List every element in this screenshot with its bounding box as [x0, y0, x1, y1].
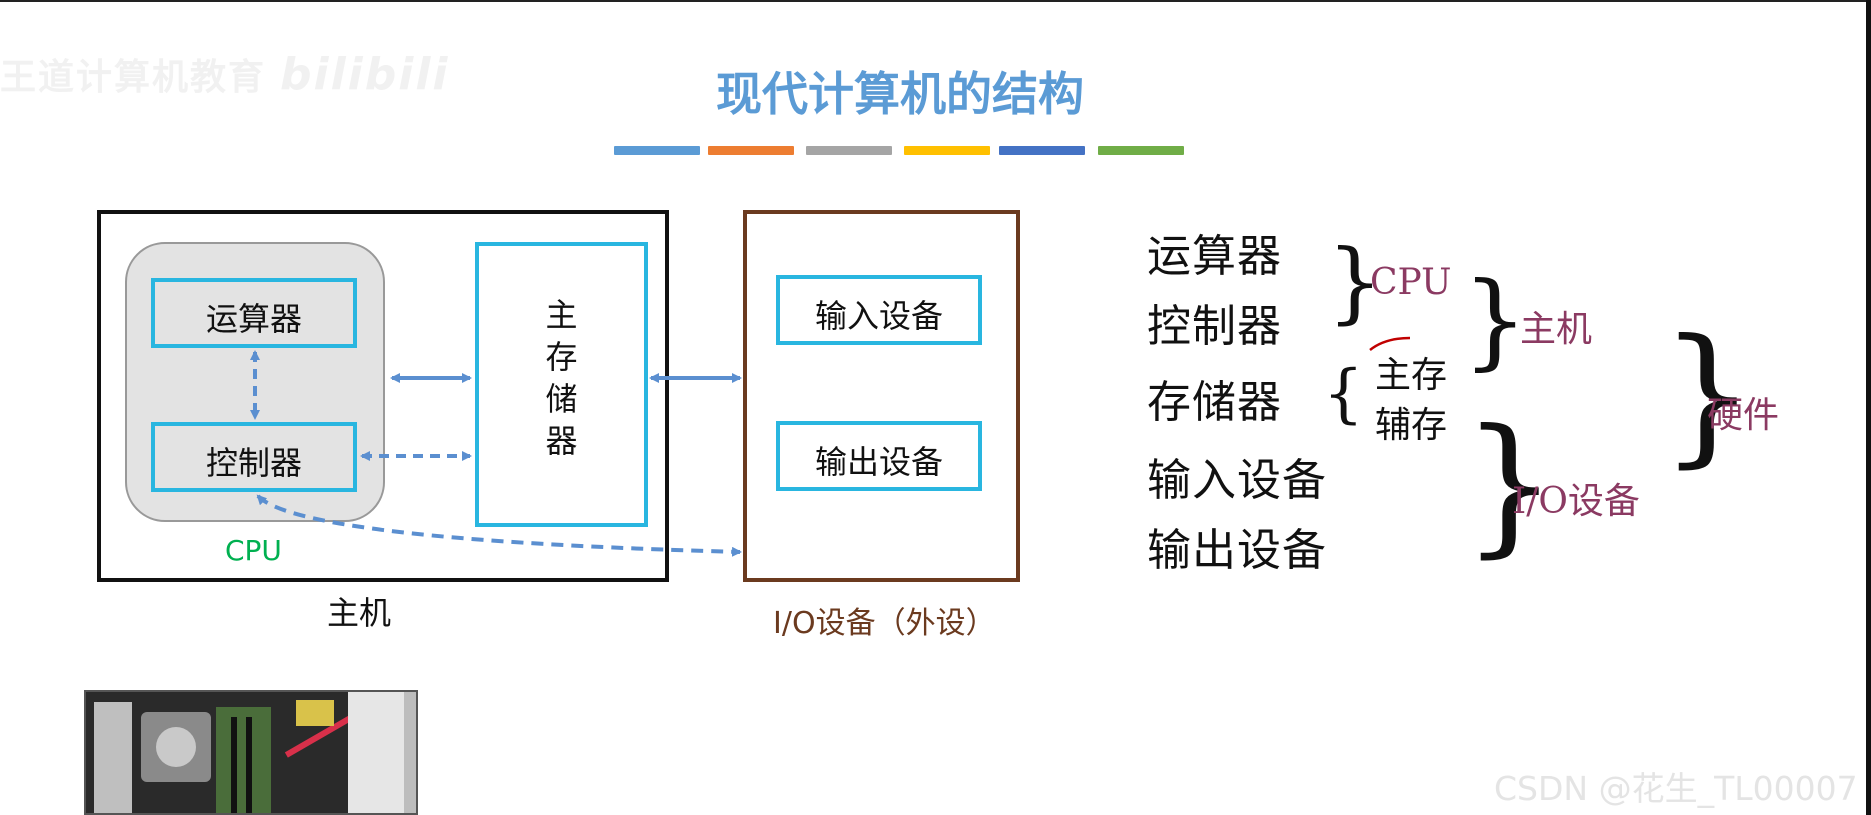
tree-input: 输入设备	[1147, 455, 1327, 506]
brace-storage: {	[1323, 357, 1364, 431]
io-box	[743, 210, 1020, 582]
frame-top-border	[0, 0, 1871, 2]
tree-cpu: CPU	[1370, 262, 1452, 303]
host-caption: 主机	[327, 594, 392, 632]
tree-control: 控制器	[1147, 301, 1282, 352]
slide-title: 现代计算机的结构	[716, 67, 1084, 121]
input-device-box: 输入设备	[776, 275, 982, 345]
brace-hardware: }	[1660, 308, 1756, 482]
accent-bar-green	[1098, 146, 1184, 155]
csdn-watermark: CSDN @花生_TL00007	[1494, 769, 1858, 808]
input-device-label: 输入设备	[814, 297, 943, 335]
control-box: 控制器	[151, 422, 357, 492]
accent-bar-navy	[999, 146, 1085, 155]
tree-hardware: 硬件	[1707, 395, 1780, 436]
frame-right-border	[1866, 0, 1871, 815]
tree-main-memory: 主存	[1375, 355, 1448, 396]
output-device-label: 输出设备	[814, 443, 943, 481]
accent-bar-orange	[708, 146, 794, 155]
alu-label: 运算器	[205, 300, 302, 338]
computer-case-photo	[84, 690, 418, 815]
tree-alu: 运算器	[1147, 231, 1282, 282]
brace-host: }	[1462, 259, 1529, 381]
io-caption: I/O设备（外设）	[773, 606, 996, 641]
tree-host: 主机	[1520, 309, 1593, 350]
alu-box: 运算器	[151, 278, 357, 348]
brace-cpu: }	[1327, 230, 1383, 333]
brace-io: }	[1462, 398, 1558, 572]
host-box	[97, 210, 669, 582]
tree-output: 输出设备	[1147, 525, 1327, 576]
tree-io: I/O设备	[1512, 481, 1640, 522]
memory-label: 主 存 储 器	[545, 296, 578, 460]
accent-bar-yellow	[904, 146, 990, 155]
accent-bar-blue	[614, 146, 700, 155]
tree-storage: 存储器	[1147, 377, 1282, 428]
accent-bar-gray	[806, 146, 892, 155]
control-io-arrow	[256, 494, 742, 557]
output-device-box: 输出设备	[776, 421, 982, 491]
tree-aux-memory: 辅存	[1375, 405, 1448, 446]
pen-annotation-mark	[1369, 336, 1411, 351]
control-label: 控制器	[205, 444, 302, 482]
